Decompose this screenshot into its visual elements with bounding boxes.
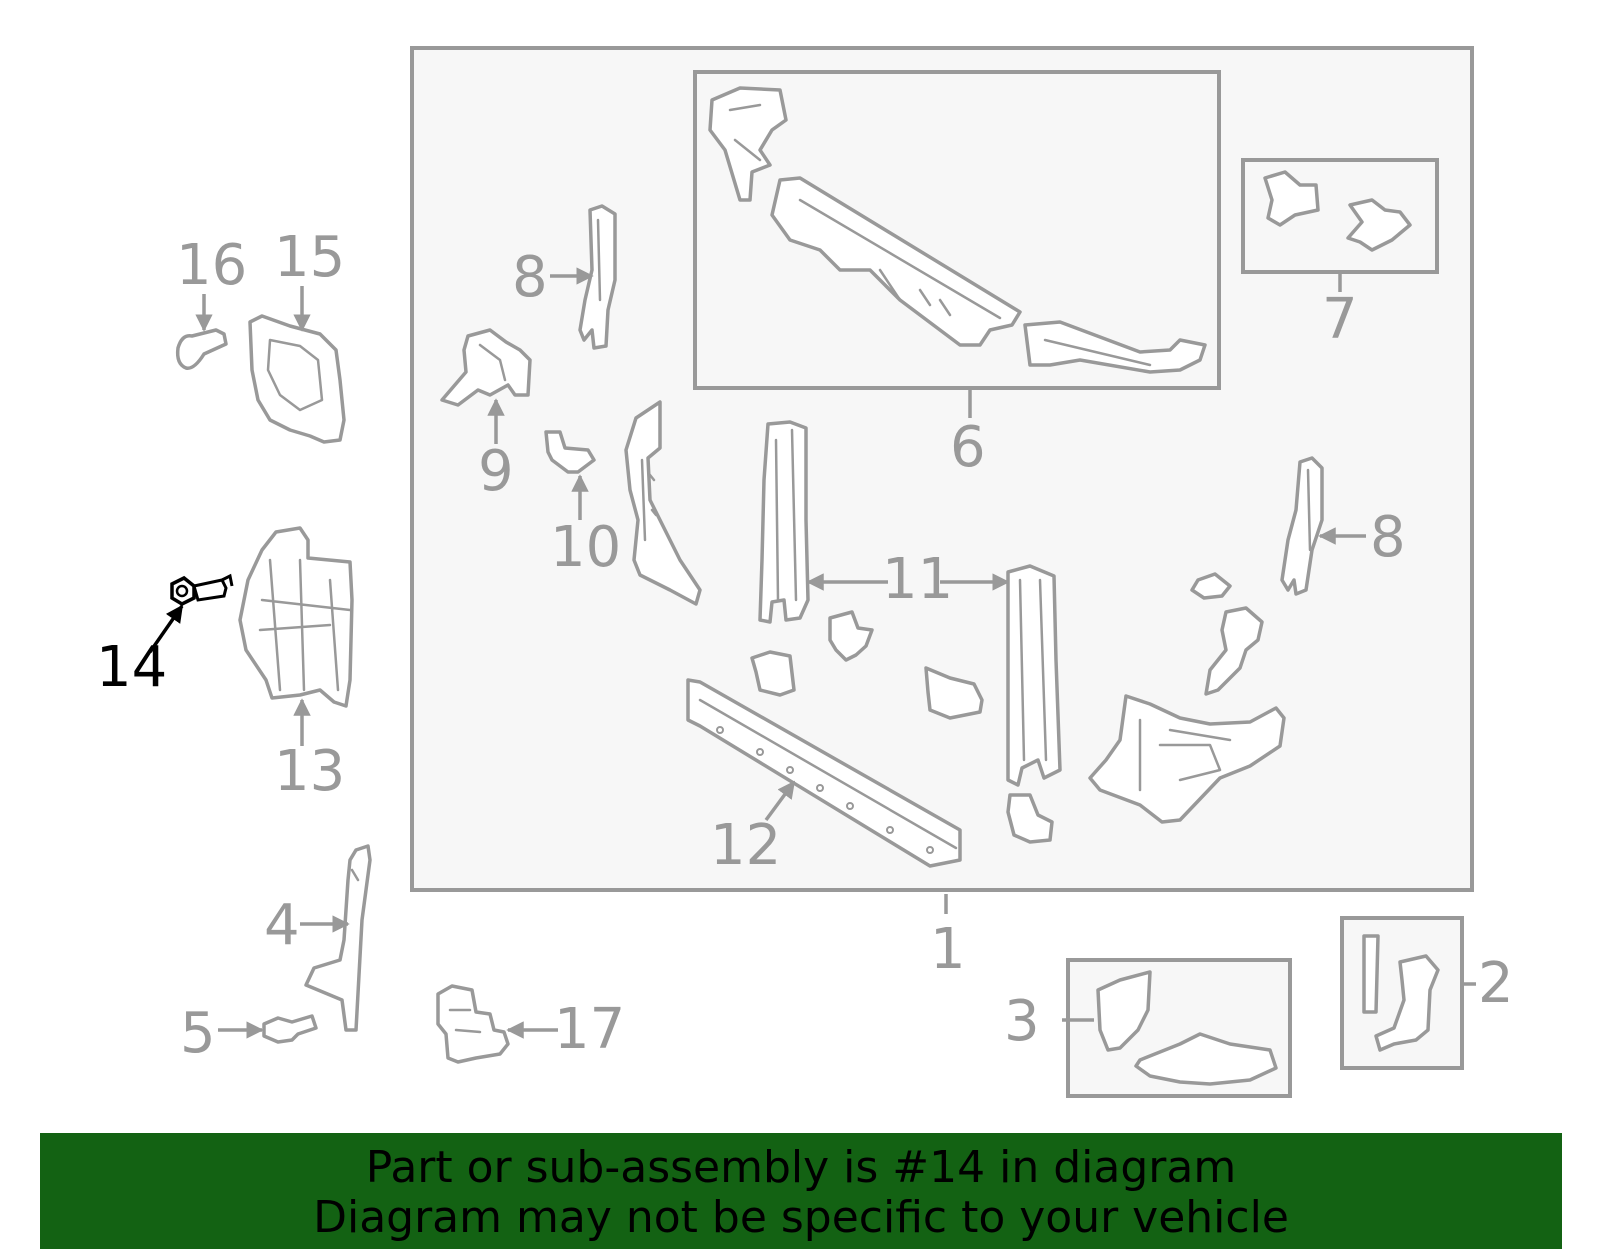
label-17: 17 — [554, 997, 625, 1062]
banner-line-disclaimer: Diagram may not be specific to your vehi… — [313, 1192, 1289, 1243]
label-13: 13 — [274, 739, 345, 804]
leader-lines — [148, 267, 1476, 1039]
label-7: 7 — [1322, 287, 1358, 352]
part-8-left — [578, 204, 617, 350]
part-12-rail — [686, 678, 962, 868]
part-16 — [175, 328, 228, 370]
subassembly-box-2 — [1340, 916, 1464, 1070]
subassembly-box-3 — [1066, 958, 1292, 1098]
part-10 — [544, 430, 596, 474]
label-3: 3 — [1004, 989, 1040, 1054]
part-17 — [436, 984, 510, 1064]
subassembly-box-6 — [693, 70, 1221, 390]
label-10: 10 — [550, 515, 621, 580]
info-banner: Part or sub-assembly is #14 in diagram D… — [40, 1133, 1562, 1249]
label-16: 16 — [176, 233, 247, 298]
part-small-brackets — [750, 610, 1054, 844]
label-15: 15 — [274, 225, 345, 290]
callout-labels: 16 15 8 9 10 6 7 8 11 12 13 14 4 5 17 1 … — [96, 225, 1514, 1066]
part-15 — [248, 314, 346, 444]
part-9 — [440, 328, 532, 407]
part-5 — [262, 1014, 318, 1044]
part-8-right — [1280, 456, 1324, 596]
subassembly-box-7 — [1241, 158, 1439, 274]
label-4: 4 — [264, 893, 300, 958]
label-11: 11 — [882, 547, 953, 612]
part-4 — [304, 844, 372, 1032]
banner-line-part: Part or sub-assembly is #14 in diagram — [365, 1142, 1237, 1193]
part-right-lower-assembly — [1088, 572, 1286, 824]
label-9: 9 — [478, 439, 514, 504]
label-8-right: 8 — [1370, 505, 1406, 570]
part-14-bolt — [170, 573, 234, 606]
part-bracket-left — [624, 400, 702, 606]
label-1: 1 — [930, 917, 966, 982]
part-11-left — [758, 420, 810, 624]
part-11-right — [1006, 564, 1062, 787]
part-13 — [238, 526, 354, 708]
label-8-left: 8 — [512, 245, 548, 310]
label-6: 6 — [950, 415, 986, 480]
label-5: 5 — [180, 1001, 216, 1066]
label-12: 12 — [710, 813, 781, 878]
label-2: 2 — [1478, 951, 1514, 1016]
label-14: 14 — [96, 635, 167, 700]
